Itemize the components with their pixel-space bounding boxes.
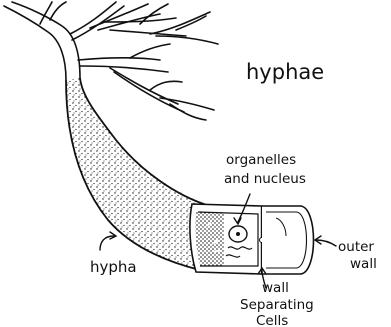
label-cells: Cells: [256, 313, 288, 327]
label-hyphae: hyphae: [246, 60, 324, 84]
label-outer: outer: [338, 239, 374, 255]
hyphae-branches: [4, 2, 218, 120]
label-organelles: organelles: [226, 152, 296, 168]
cell-cutaway: [190, 204, 314, 274]
label-wall: wall: [262, 280, 289, 296]
label-separating: Separating: [240, 297, 314, 313]
label-hypha: hypha: [90, 258, 137, 276]
label-wall-outer: wall: [350, 256, 377, 272]
label-and-nucleus: and nucleus: [224, 171, 306, 187]
outer-wall: [262, 206, 314, 274]
